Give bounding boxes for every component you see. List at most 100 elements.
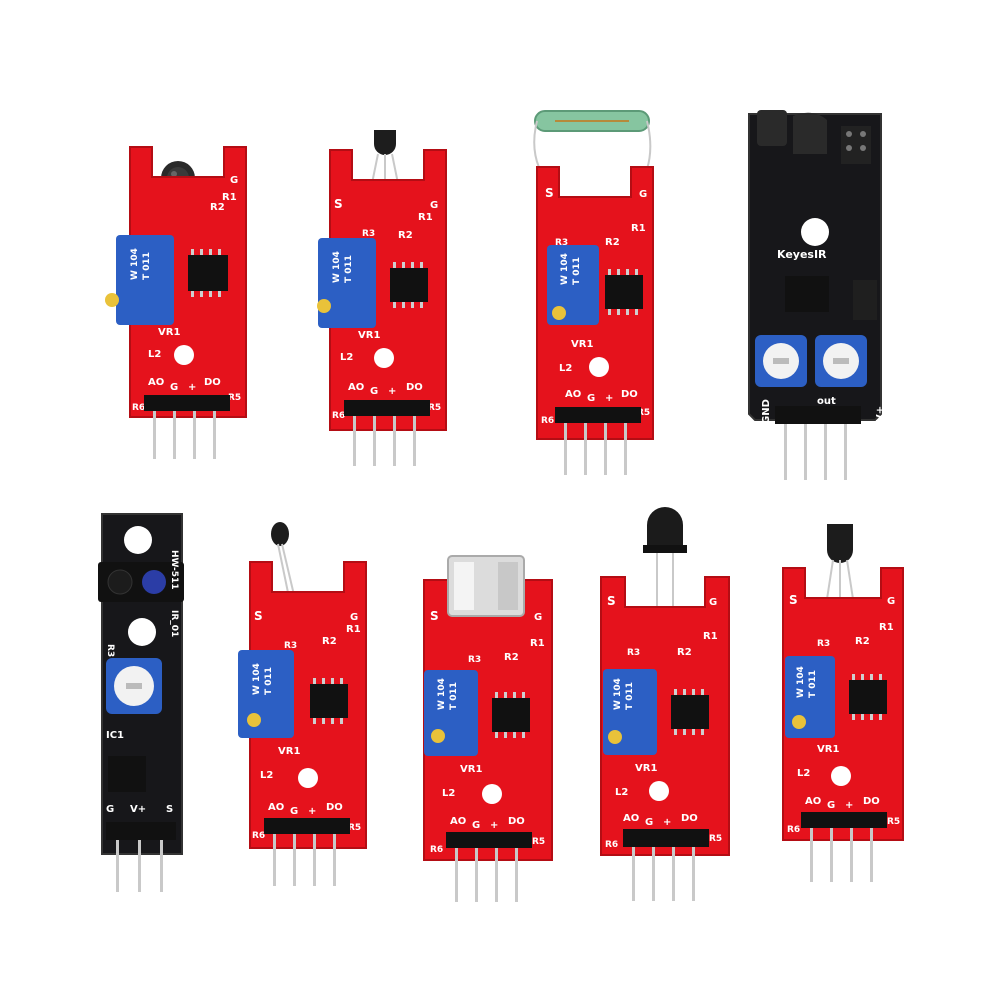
svg-text:W 104: W 104 (796, 666, 806, 698)
svg-text:R1: R1 (703, 631, 718, 642)
svg-text:R1: R1 (346, 624, 361, 635)
svg-text:G: G (709, 597, 717, 608)
svg-text:R3: R3 (362, 229, 375, 239)
svg-text:DO: DO (326, 802, 343, 813)
svg-text:R3: R3 (627, 648, 640, 658)
svg-text:R2: R2 (398, 230, 413, 241)
svg-text:R5: R5 (532, 837, 545, 847)
ir-obstacle-module: KeyesIR GND out V+ (745, 110, 886, 485)
svg-text:R1: R1 (222, 192, 237, 203)
svg-text:+: + (388, 386, 396, 397)
svg-text:VR1: VR1 (635, 763, 657, 774)
svg-text:T 011: T 011 (625, 682, 635, 710)
line-tracking-module: HW-511 IR_01 R3 IC1 G V+ S (98, 510, 188, 895)
svg-text:AO: AO (148, 377, 164, 388)
svg-text:DO: DO (621, 389, 638, 400)
svg-text:R2: R2 (677, 647, 692, 658)
svg-text:G: G (827, 800, 835, 811)
svg-text:+: + (490, 820, 498, 831)
svg-text:G: G (534, 612, 542, 623)
svg-text:AO: AO (450, 816, 466, 827)
svg-text:L2: L2 (340, 352, 353, 363)
svg-text:G: G (645, 817, 653, 828)
svg-text:L2: L2 (615, 787, 628, 798)
svg-text:T 011: T 011 (344, 255, 354, 283)
svg-text:S: S (607, 594, 616, 608)
svg-text:AO: AO (805, 796, 821, 807)
potentiometer-left (755, 335, 807, 387)
svg-text:R2: R2 (855, 636, 870, 647)
reed-switch-icon (533, 110, 652, 190)
svg-text:out: out (817, 396, 836, 407)
svg-text:HW-511: HW-511 (169, 550, 179, 590)
svg-text:DO: DO (204, 377, 221, 388)
svg-text:DO: DO (508, 816, 525, 827)
svg-text:W 104: W 104 (332, 251, 342, 283)
svg-text:L2: L2 (148, 349, 161, 360)
svg-text:G: G (430, 200, 438, 211)
svg-text:S: S (430, 609, 439, 623)
svg-text:+: + (605, 393, 613, 404)
svg-text:S: S (545, 186, 554, 200)
svg-text:R3: R3 (468, 655, 481, 665)
svg-text:R2: R2 (322, 636, 337, 647)
svg-text:G: G (370, 386, 378, 397)
svg-text:DO: DO (863, 796, 880, 807)
shield-can-icon (447, 555, 525, 617)
svg-text:R1: R1 (631, 223, 646, 234)
svg-text:W 104: W 104 (252, 663, 262, 695)
svg-text:R6: R6 (605, 840, 618, 850)
ir-pair-icon (757, 110, 871, 164)
svg-text:AO: AO (348, 382, 364, 393)
svg-text:R6: R6 (787, 825, 800, 835)
svg-text:+: + (663, 817, 671, 828)
tcrt5000-icon (98, 562, 184, 602)
svg-text:W 104: W 104 (560, 253, 570, 285)
svg-text:S: S (789, 593, 798, 607)
svg-text:R2: R2 (605, 237, 620, 248)
svg-text:W 104: W 104 (613, 678, 623, 710)
svg-text:VR1: VR1 (571, 339, 593, 350)
svg-text:G: G (887, 596, 895, 607)
svg-text:L2: L2 (442, 788, 455, 799)
svg-text:VR1: VR1 (358, 330, 380, 341)
svg-text:S: S (334, 197, 343, 211)
svg-text:L2: L2 (797, 768, 810, 779)
svg-text:R5: R5 (228, 393, 241, 403)
svg-text:VR1: VR1 (817, 744, 839, 755)
svg-text:R6: R6 (430, 845, 443, 855)
svg-text:T 011: T 011 (808, 670, 818, 698)
svg-text:DO: DO (681, 813, 698, 824)
svg-text:R3: R3 (284, 641, 297, 651)
svg-text:L2: L2 (260, 770, 273, 781)
potentiometer (106, 658, 162, 714)
svg-text:R1: R1 (418, 212, 433, 223)
svg-text:G: G (106, 804, 114, 815)
svg-text:R6: R6 (132, 403, 145, 413)
svg-text:R6: R6 (332, 411, 345, 421)
svg-text:G: G (290, 806, 298, 817)
svg-text:W 104: W 104 (437, 678, 447, 710)
svg-text:R6: R6 (541, 416, 554, 426)
svg-text:T 011: T 011 (264, 667, 274, 695)
svg-text:+: + (308, 806, 316, 817)
svg-text:G: G (587, 393, 595, 404)
svg-text:G: G (639, 189, 647, 200)
svg-text:R6: R6 (252, 831, 265, 841)
svg-text:G: G (350, 612, 358, 623)
svg-text:AO: AO (268, 802, 284, 813)
svg-text:VR1: VR1 (158, 327, 180, 338)
svg-text:W 104: W 104 (130, 248, 140, 280)
svg-text:VR1: VR1 (460, 764, 482, 775)
svg-text:S: S (254, 609, 263, 623)
svg-text:S: S (166, 804, 173, 815)
svg-text:R3: R3 (555, 238, 568, 248)
svg-text:R1: R1 (879, 622, 894, 633)
svg-text:R3: R3 (817, 639, 830, 649)
svg-text:L2: L2 (559, 363, 572, 374)
